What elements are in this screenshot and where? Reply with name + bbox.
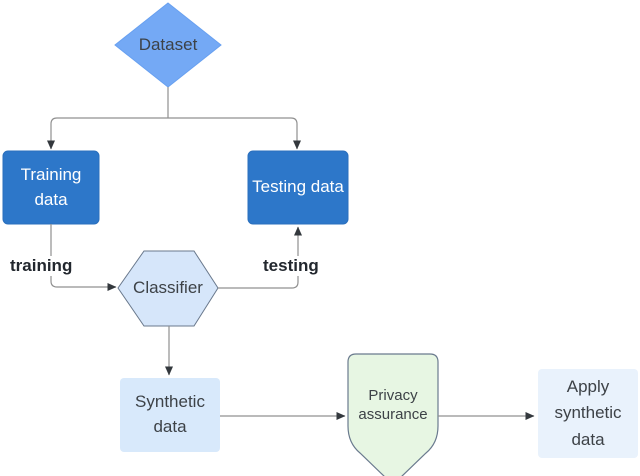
apply-synthetic-data-box-shape	[538, 369, 638, 458]
connector-dataset-to-testing	[168, 117, 301, 150]
classifier-hexagon-shape	[117, 250, 219, 327]
connector-classifier-to-testing	[218, 226, 302, 289]
testing-data-box-shape	[247, 150, 349, 225]
privacy-assurance-shield-shape	[347, 353, 439, 476]
dataset-diamond-shape	[114, 2, 222, 88]
synthetic-data-box-shape	[120, 378, 220, 452]
connector-dataset-to-training	[47, 117, 168, 150]
training-data-box-shape	[2, 150, 100, 225]
connector-training-to-classifier	[50, 224, 117, 291]
